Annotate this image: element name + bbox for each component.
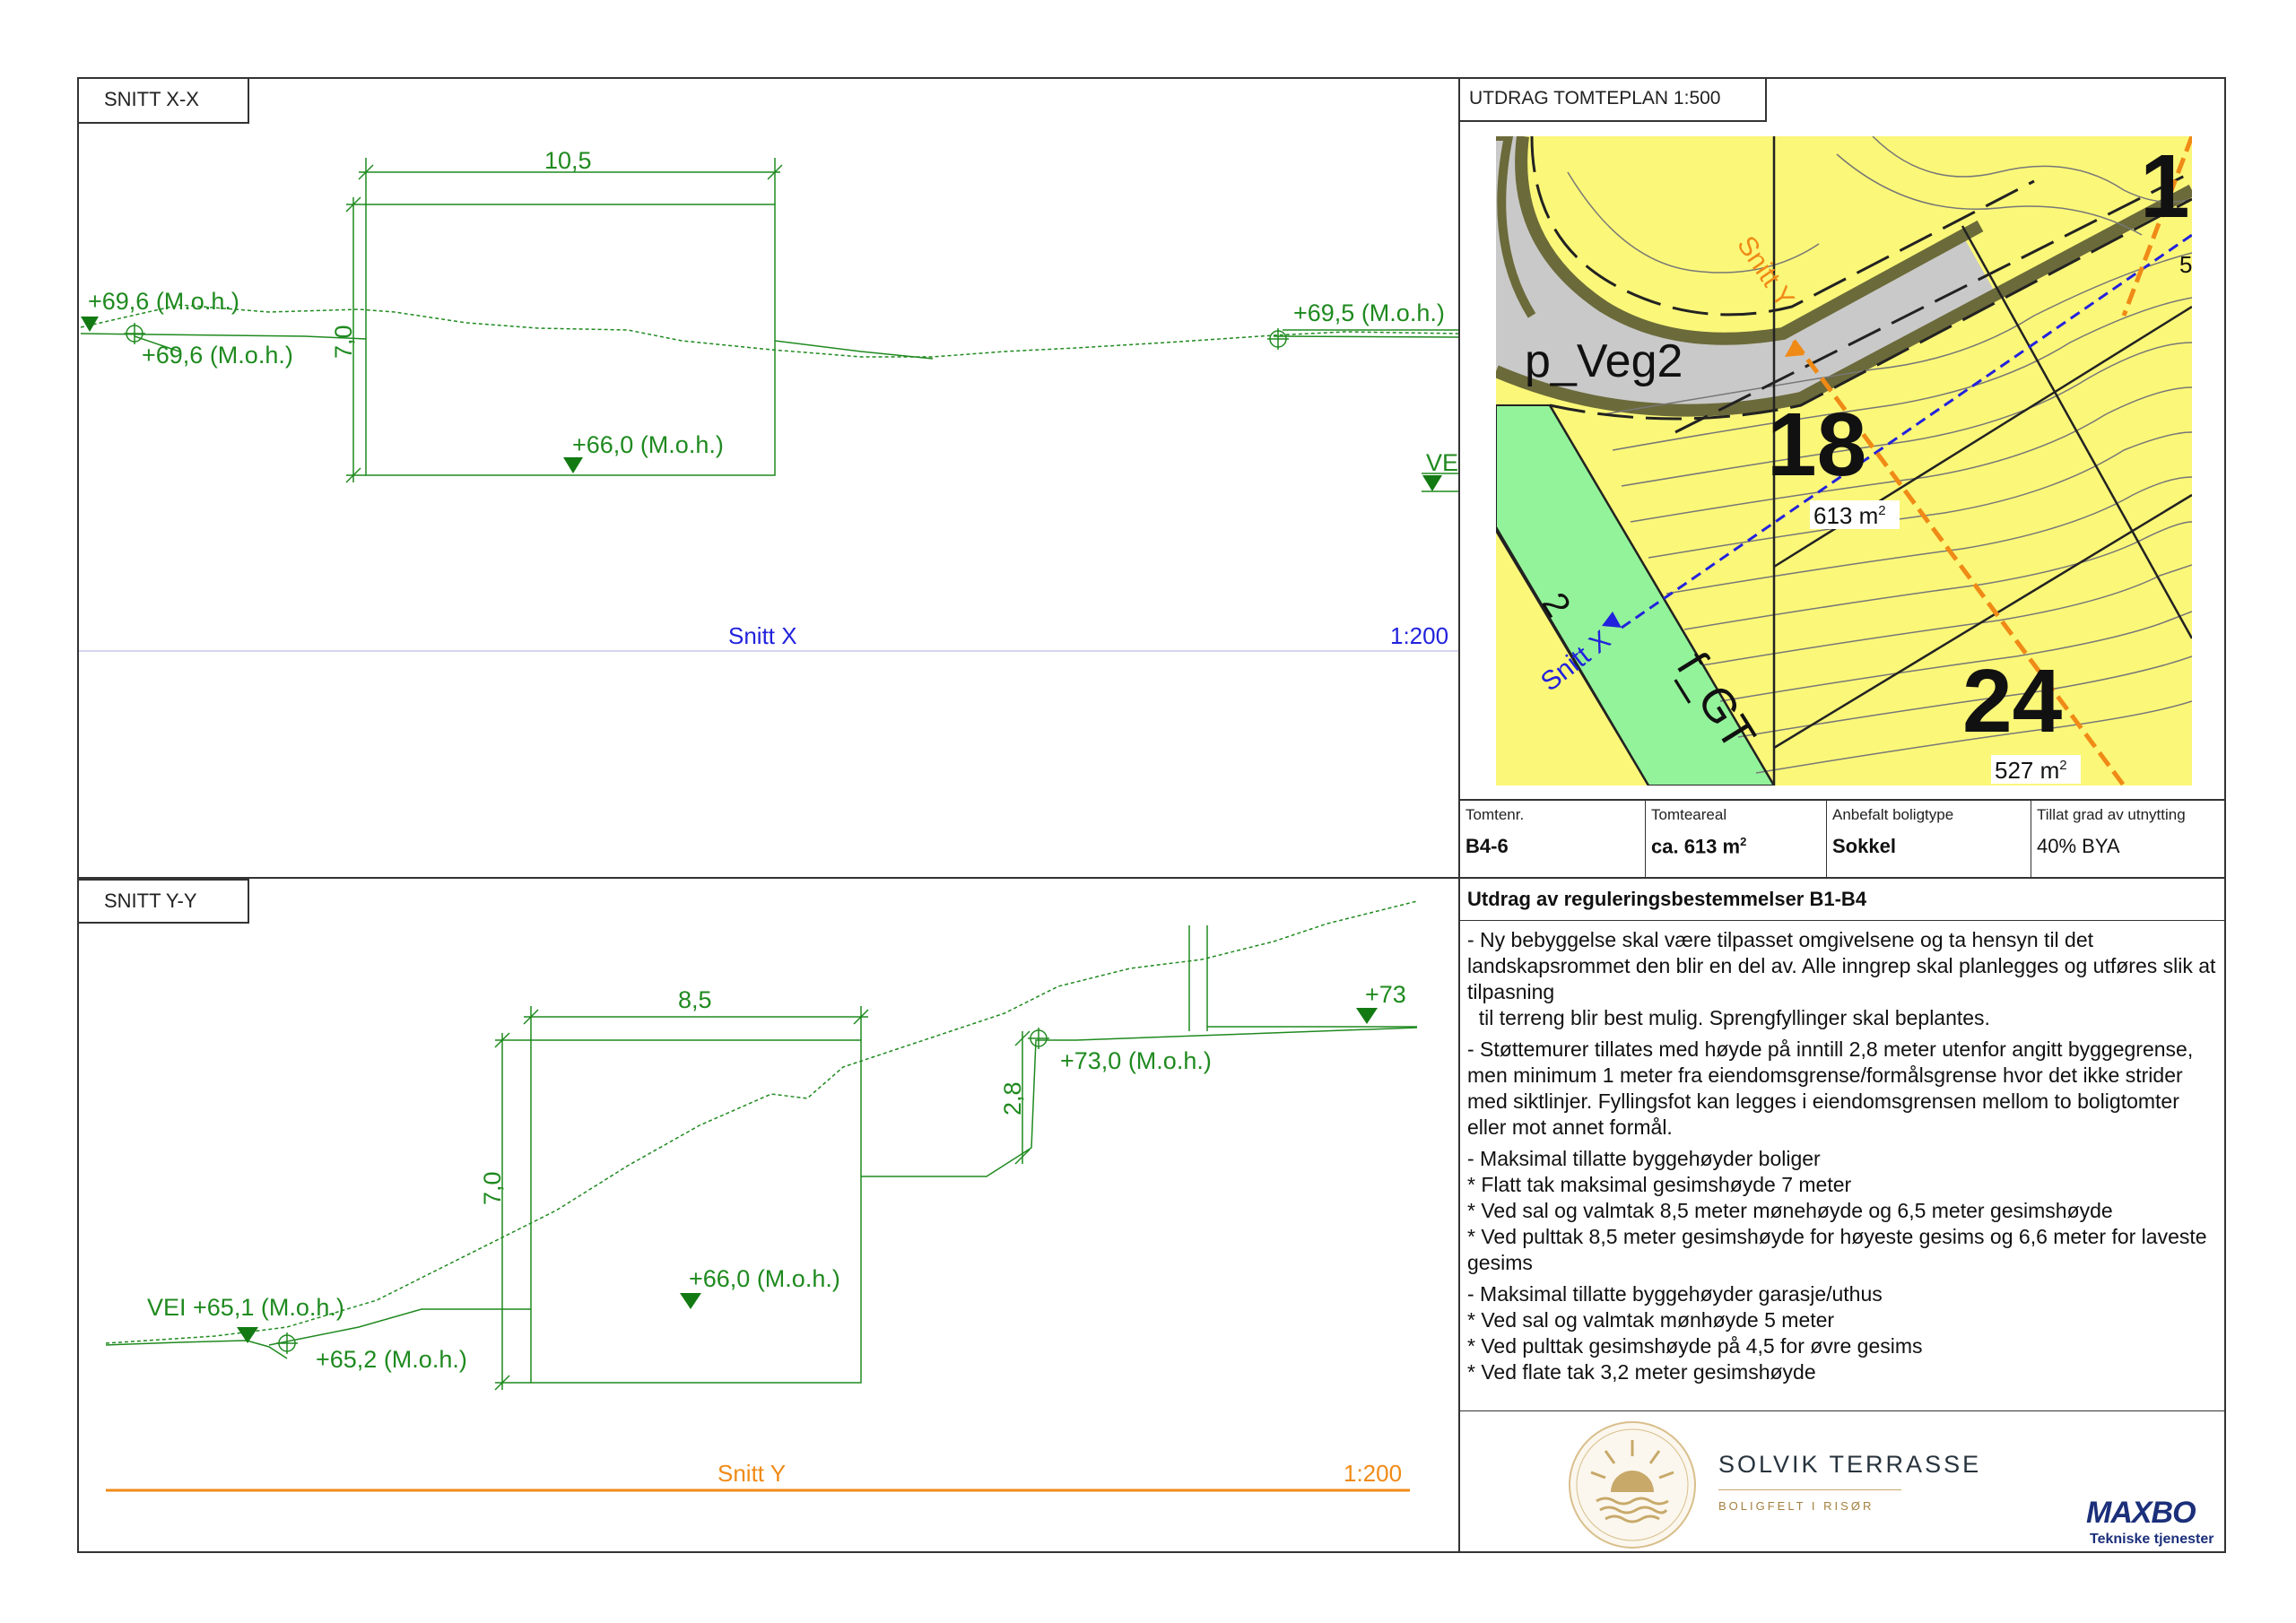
info-col-divider-1 bbox=[1645, 799, 1646, 877]
level-marker bbox=[1422, 475, 1442, 491]
section-y-wall-dim: 2,8 bbox=[999, 1081, 1026, 1115]
info-col-divider-2 bbox=[1826, 799, 1827, 877]
logo-subtitle: BOLIGFELT I RISØR bbox=[1718, 1499, 1874, 1513]
regulation-paragraph: - Maksimal tillatte byggehøyder garasje/… bbox=[1467, 1282, 1923, 1384]
site-plan-map: p_Veg2 18 613 m2 24 527 m2 1 5 f_GT 2 Sn… bbox=[1496, 136, 2192, 785]
info-tomteareal-value: ca. 613 m2 bbox=[1651, 835, 1747, 858]
section-y-scale: 1:200 bbox=[1344, 1460, 1402, 1487]
info-utnytting: Tillat grad av utnytting 40% BYA bbox=[2031, 801, 2225, 877]
section-y-drawing: 8,5 7,0 2,8 VEI +65,1 (M.o.h.) +65,2 (M.… bbox=[105, 900, 1418, 1492]
drawing-frame bbox=[77, 77, 2226, 1553]
maxbo-logo: MAXBO bbox=[2086, 1496, 2196, 1530]
plan-title: UTDRAG TOMTEPLAN 1:500 bbox=[1458, 77, 1767, 122]
divider-left-horizontal bbox=[77, 877, 1459, 879]
info-boligtype-label: Anbefalt boligtype bbox=[1832, 806, 1954, 823]
section-y-level-vei: VEI +65,1 (M.o.h.) bbox=[147, 1294, 344, 1321]
section-x-vei: VE bbox=[1426, 449, 1458, 476]
info-tomtenr-label: Tomtenr. bbox=[1465, 806, 1525, 823]
plan-lot-area-24: 527 m2 bbox=[1995, 757, 2067, 784]
section-y-title: SNITT Y-Y bbox=[77, 879, 249, 924]
section-x-caption: Snitt X bbox=[728, 622, 797, 649]
plan-road-label: p_Veg2 bbox=[1525, 335, 1683, 387]
plan-lot-number-24: 24 bbox=[1962, 651, 2063, 751]
section-y-caption: Snitt Y bbox=[718, 1460, 786, 1487]
maxbo-subtitle: Tekniske tjenester bbox=[2090, 1532, 2214, 1547]
plan-lot-area-18: 613 m2 bbox=[1813, 502, 1886, 529]
section-x-level-right: +69,5 (M.o.h.) bbox=[1293, 299, 1445, 326]
divider-right-reg-title bbox=[1458, 920, 2226, 921]
section-x-width-dim: 10,5 bbox=[544, 147, 592, 174]
level-marker bbox=[237, 1327, 258, 1343]
section-x-drawing: 10,5 7,0 +69,6 (M.o.h.) +69,6 (M.o.h.) +… bbox=[79, 147, 1458, 652]
info-utnytting-value: 40% BYA bbox=[2037, 835, 2120, 857]
section-y-level-lower: +65,2 (M.o.h.) bbox=[316, 1346, 467, 1373]
regulation-paragraph: - Støttemurer tillates med høyde på innt… bbox=[1467, 1037, 2194, 1139]
solvik-sun-logo-icon bbox=[1569, 1421, 1696, 1549]
info-tomteareal: Tomteareal ca. 613 m2 bbox=[1646, 801, 1825, 877]
logo-name: SOLVIK TERRASSE bbox=[1718, 1451, 1982, 1478]
regulations-title: Utdrag av reguleringsbestemmelser B1-B4 bbox=[1467, 888, 1867, 910]
section-y-level-right: +73 bbox=[1365, 981, 1406, 1008]
info-utnytting-label: Tillat grad av utnytting bbox=[2037, 806, 2186, 823]
divider-right-info-bottom bbox=[1458, 877, 2226, 879]
info-tomteareal-label: Tomteareal bbox=[1651, 806, 1727, 823]
info-tomtenr: Tomtenr. B4-6 bbox=[1460, 801, 1645, 877]
section-y-building bbox=[530, 1039, 862, 1384]
section-x-level-floor: +66,0 (M.o.h.) bbox=[572, 431, 724, 458]
level-marker bbox=[563, 457, 583, 473]
info-tomtenr-value: B4-6 bbox=[1465, 835, 1509, 857]
plan-corner-digit: 5 bbox=[2179, 251, 2192, 278]
section-x-scale: 1:200 bbox=[1390, 622, 1448, 649]
level-marker bbox=[81, 317, 99, 332]
section-x-height-dim: 7,0 bbox=[330, 325, 357, 359]
section-y-level-wall: +73,0 (M.o.h.) bbox=[1060, 1047, 1212, 1074]
plan-lot-number-1: 1 bbox=[2140, 136, 2190, 237]
divider-vertical bbox=[1458, 77, 1460, 1553]
level-marker bbox=[1356, 1008, 1378, 1024]
info-boligtype: Anbefalt boligtype Sokkel bbox=[1827, 801, 2030, 877]
regulation-paragraph: - Maksimal tillatte byggehøyder boliger … bbox=[1467, 1147, 2207, 1274]
divider-right-logo bbox=[1458, 1410, 2226, 1411]
section-x-level-left-top: +69,6 (M.o.h.) bbox=[88, 288, 239, 315]
section-x-building bbox=[365, 204, 776, 476]
section-y-height-dim: 7,0 bbox=[479, 1171, 506, 1205]
section-y-level-floor: +66,0 (M.o.h.) bbox=[689, 1265, 840, 1292]
section-x-title: SNITT X-X bbox=[77, 77, 249, 124]
plan-lot-number-18: 18 bbox=[1767, 395, 1866, 495]
section-y-width-dim: 8,5 bbox=[678, 986, 712, 1013]
level-marker bbox=[680, 1293, 701, 1309]
info-boligtype-value: Sokkel bbox=[1832, 835, 1896, 857]
divider-right-map-bottom bbox=[1458, 799, 2226, 801]
logo-divider bbox=[1718, 1489, 1901, 1490]
regulation-paragraph: - Ny bebyggelse skal være tilpasset omgi… bbox=[1467, 928, 2216, 1029]
regulations-text: - Ny bebyggelse skal være tilpasset omgi… bbox=[1467, 927, 2221, 1391]
section-x-level-left-bottom: +69,6 (M.o.h.) bbox=[142, 342, 293, 369]
